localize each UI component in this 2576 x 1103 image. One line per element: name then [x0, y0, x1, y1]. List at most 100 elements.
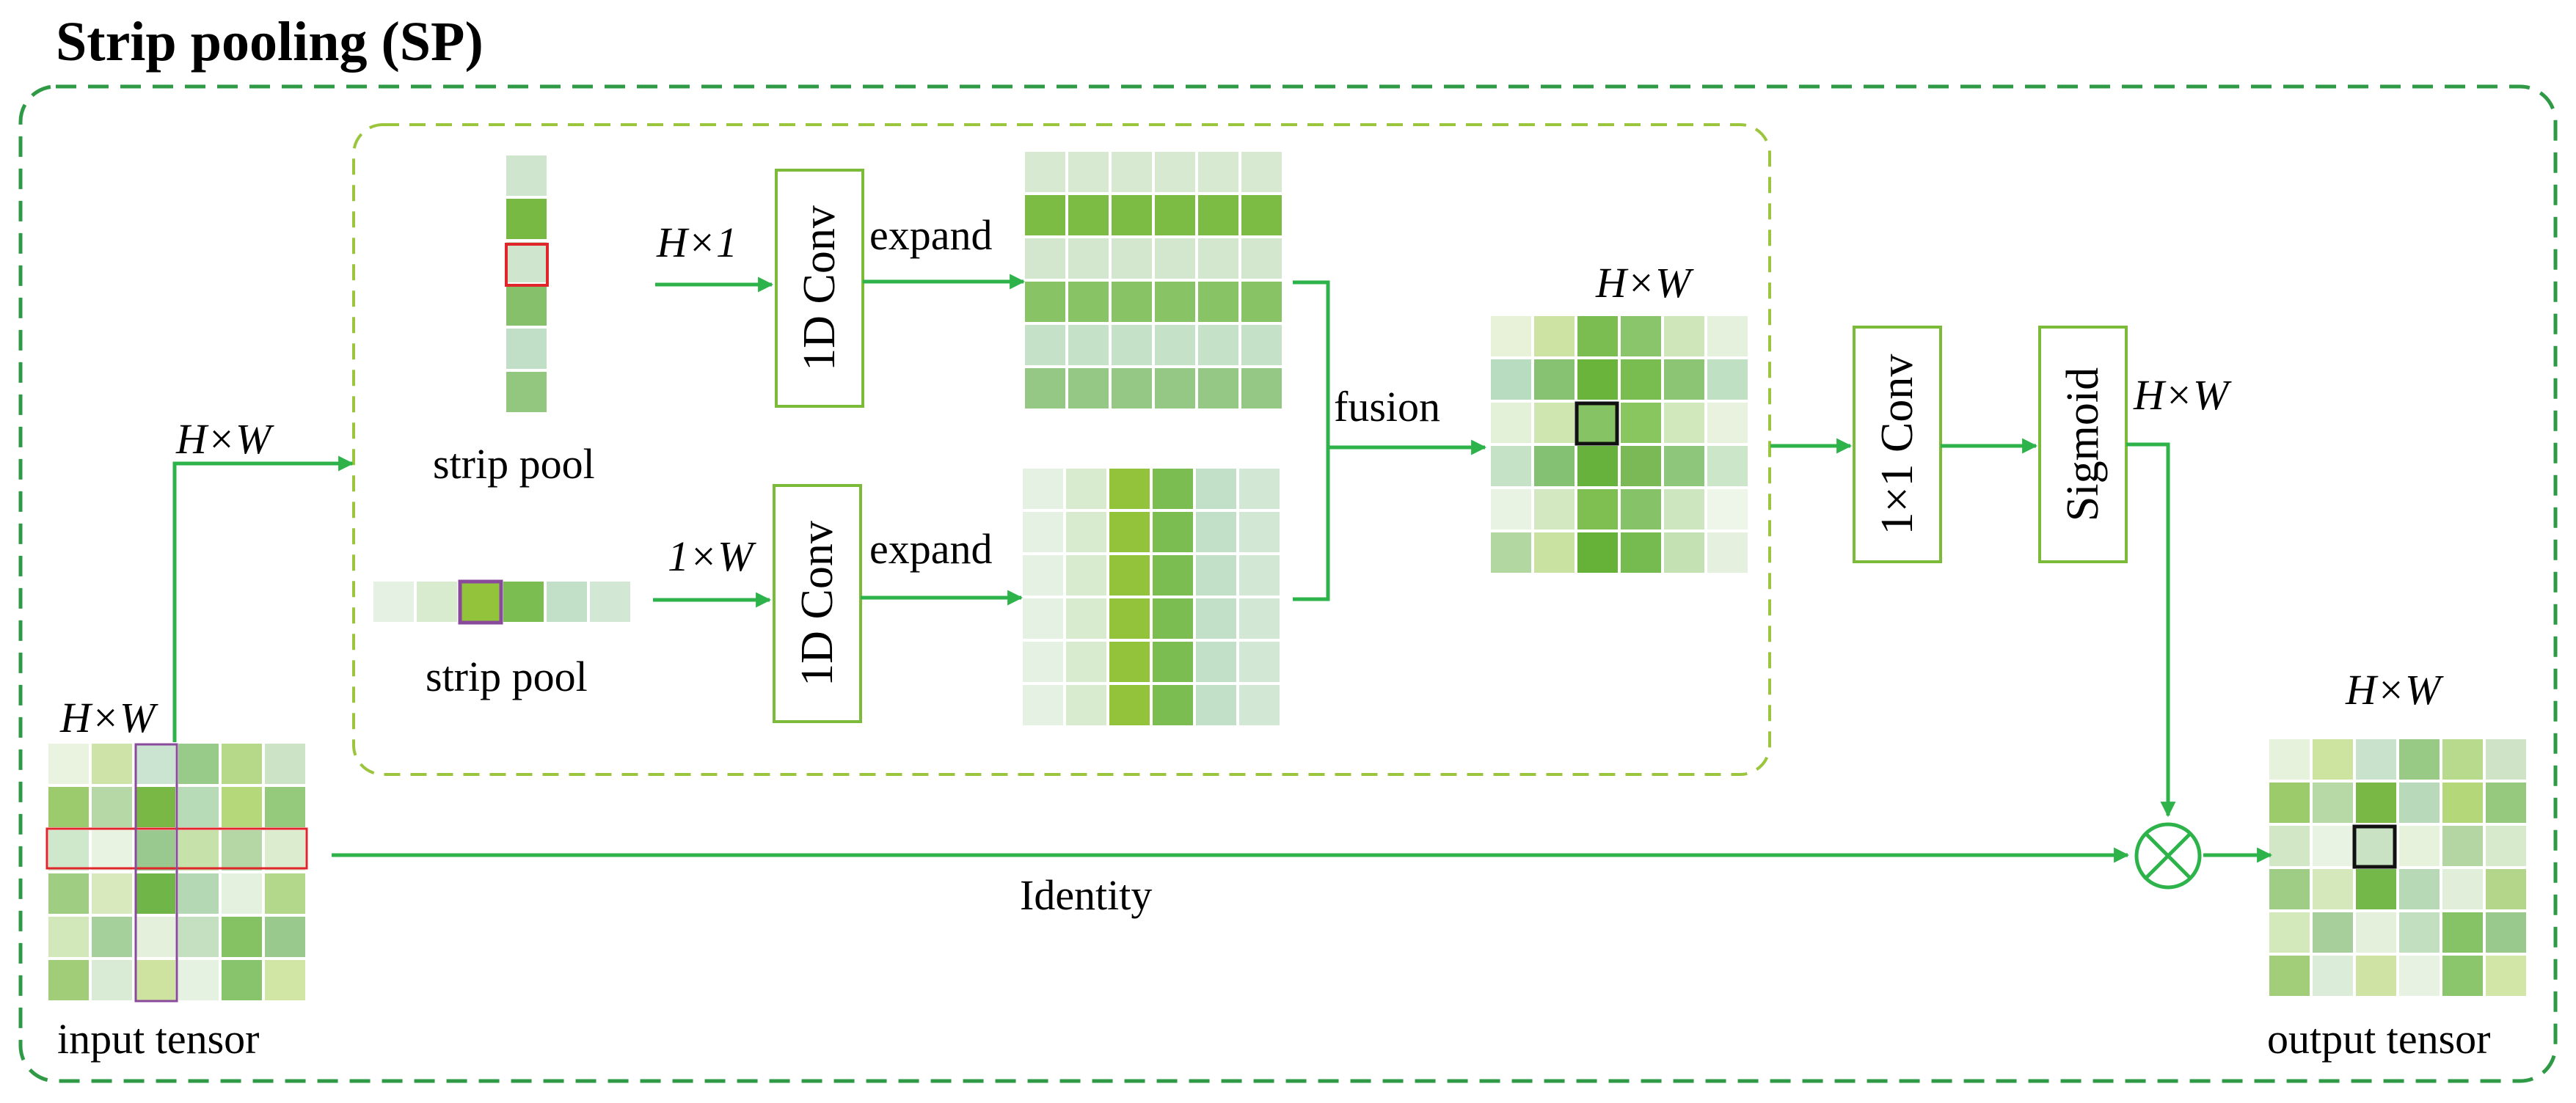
fusion-map	[1488, 313, 1751, 576]
fusion-cell	[1531, 529, 1577, 576]
output-tensor-grid	[2266, 736, 2529, 999]
output-cell-highlight	[2352, 824, 2397, 869]
conv-top-label: 1D Conv	[795, 205, 844, 371]
conv-1x1-label: 1×1 Conv	[1872, 354, 1922, 535]
fusion-cell	[1618, 356, 1664, 403]
input-cell	[132, 914, 178, 960]
output-cell	[2483, 823, 2529, 869]
expand-cell	[1195, 279, 1241, 325]
fusion-cell	[1618, 313, 1664, 359]
fusion-cell	[1488, 486, 1534, 532]
expand-cell	[1063, 596, 1109, 642]
fusion-cell	[1531, 486, 1577, 532]
expand-cell	[1236, 596, 1282, 642]
expand-cell	[1065, 279, 1112, 325]
expand-cell	[1238, 235, 1285, 282]
expand-cell	[1193, 509, 1239, 555]
expanded-column-map	[1020, 466, 1282, 728]
output-cell	[2440, 780, 2486, 826]
expand-cell	[1106, 552, 1153, 598]
expand-cell	[1236, 552, 1282, 598]
expand-bottom-label: expand	[869, 525, 993, 573]
strip-cell	[587, 579, 633, 625]
input-cell	[132, 784, 178, 830]
expand-top-label: expand	[869, 211, 993, 259]
multiply-circle-icon	[2134, 822, 2202, 890]
expand-cell	[1022, 322, 1068, 368]
expand-cell	[1063, 466, 1109, 512]
input-cell	[45, 784, 92, 830]
input-cell	[45, 871, 92, 917]
1w-dim-label: 1×W	[668, 532, 756, 580]
expand-cell	[1236, 509, 1282, 555]
input-cell	[262, 914, 308, 960]
identity-label: Identity	[1020, 871, 1152, 919]
output-dim-label: H×W	[2345, 666, 2444, 714]
conv-bottom-label: 1D Conv	[792, 521, 842, 686]
strip-cell	[503, 282, 550, 329]
expand-cell	[1152, 365, 1198, 411]
branch-dim-label: H×W	[175, 415, 274, 463]
arrow-sigmoid-to-multiply	[2126, 442, 2176, 818]
input-cell	[219, 741, 265, 787]
expand-cell	[1022, 365, 1068, 411]
expand-cell	[1106, 466, 1153, 512]
expand-cell	[1238, 322, 1285, 368]
fusion-cell	[1575, 443, 1621, 489]
input-cell	[132, 827, 178, 873]
expand-cell	[1152, 279, 1198, 325]
input-cell	[175, 741, 222, 787]
expand-cell	[1022, 279, 1068, 325]
diagram-title: Strip pooling (SP)	[56, 11, 484, 73]
fusion-cell	[1661, 400, 1707, 446]
expand-cell	[1065, 365, 1112, 411]
input-cell	[89, 871, 135, 917]
fusion-cell	[1618, 486, 1664, 532]
fusion-cell	[1704, 529, 1751, 576]
fusion-cell	[1661, 356, 1707, 403]
expand-cell	[1109, 235, 1155, 282]
expand-cell	[1022, 192, 1068, 238]
fusion-cell	[1618, 400, 1664, 446]
expand-cell	[1020, 509, 1066, 555]
fusion-cell	[1488, 529, 1534, 576]
strip-cell	[503, 326, 550, 372]
input-cell	[219, 957, 265, 1003]
input-cell	[262, 741, 308, 787]
input-column-highlight	[134, 743, 178, 1003]
vertical-strip-highlight	[505, 243, 549, 287]
expand-cell	[1236, 466, 1282, 512]
vertical-strip-pool	[503, 153, 550, 415]
expand-cell	[1020, 466, 1066, 512]
expand-cell	[1065, 149, 1112, 195]
input-dim-label: H×W	[59, 694, 158, 741]
output-cell	[2266, 953, 2313, 999]
sigmoid-dim-label: H×W	[2133, 371, 2232, 419]
expand-cell	[1109, 279, 1155, 325]
strip-cell	[500, 579, 547, 625]
fusion-cell	[1704, 356, 1751, 403]
input-cell	[89, 827, 135, 873]
fusion-cell	[1618, 443, 1664, 489]
input-cell	[262, 957, 308, 1003]
strip-cell	[503, 239, 550, 285]
vertical-pool-caption: strip pool	[433, 440, 595, 488]
input-cell	[219, 784, 265, 830]
expand-cell	[1152, 235, 1198, 282]
expand-cell	[1106, 639, 1153, 685]
expand-cell	[1109, 192, 1155, 238]
output-cell	[2440, 909, 2486, 956]
fusion-cell	[1531, 443, 1577, 489]
output-cell	[2483, 736, 2529, 783]
output-cell	[2440, 953, 2486, 999]
fusion-cell	[1704, 443, 1751, 489]
expand-cell	[1022, 235, 1068, 282]
input-cell	[219, 871, 265, 917]
input-cell	[175, 827, 222, 873]
expand-cell	[1063, 682, 1109, 728]
expand-cell	[1236, 639, 1282, 685]
expand-cell	[1238, 192, 1285, 238]
fusion-cell	[1575, 529, 1621, 576]
expand-cell	[1063, 509, 1109, 555]
expand-cell	[1109, 365, 1155, 411]
